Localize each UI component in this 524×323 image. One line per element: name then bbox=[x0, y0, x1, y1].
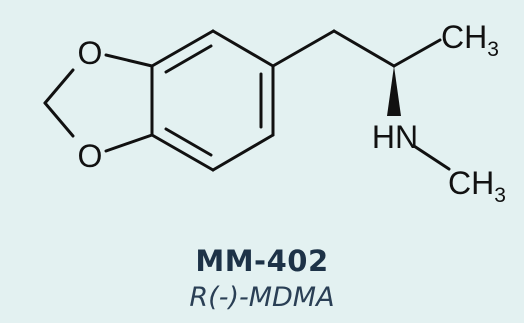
benzene-ring bbox=[150, 29, 275, 172]
bond bbox=[43, 101, 75, 138]
wedge-bond bbox=[387, 66, 401, 116]
amine-nh: HN bbox=[372, 119, 418, 155]
bond bbox=[104, 133, 154, 153]
dioxole-ring bbox=[43, 53, 154, 153]
bond bbox=[150, 133, 215, 172]
double-bond-inner bbox=[164, 127, 213, 157]
compound-code: MM-402 bbox=[195, 244, 329, 278]
methyl-c-label: CH bbox=[441, 19, 487, 55]
bond bbox=[392, 38, 442, 68]
oxygen-atom-top: O bbox=[78, 35, 103, 71]
bond bbox=[332, 29, 396, 68]
methyl-subscript: 3 bbox=[487, 38, 499, 61]
bond bbox=[271, 29, 336, 68]
methyl-subscript: 3 bbox=[494, 184, 506, 207]
molecule-structure: O O CH3 HN CH3 bbox=[43, 19, 506, 207]
bond bbox=[150, 29, 215, 68]
methyl-c-label: CH bbox=[448, 165, 494, 201]
oxygen-atom-bottom: O bbox=[78, 138, 103, 174]
bond bbox=[211, 133, 275, 172]
methyl-group-top: CH3 bbox=[441, 19, 499, 61]
bond bbox=[211, 29, 275, 68]
bond bbox=[43, 68, 75, 105]
double-bond-inner bbox=[164, 44, 213, 74]
bond bbox=[104, 53, 154, 68]
bond bbox=[412, 144, 451, 171]
compound-name: R(-)-MDMA bbox=[189, 282, 335, 313]
methyl-group-bottom: CH3 bbox=[448, 165, 506, 207]
side-chain bbox=[271, 29, 451, 171]
